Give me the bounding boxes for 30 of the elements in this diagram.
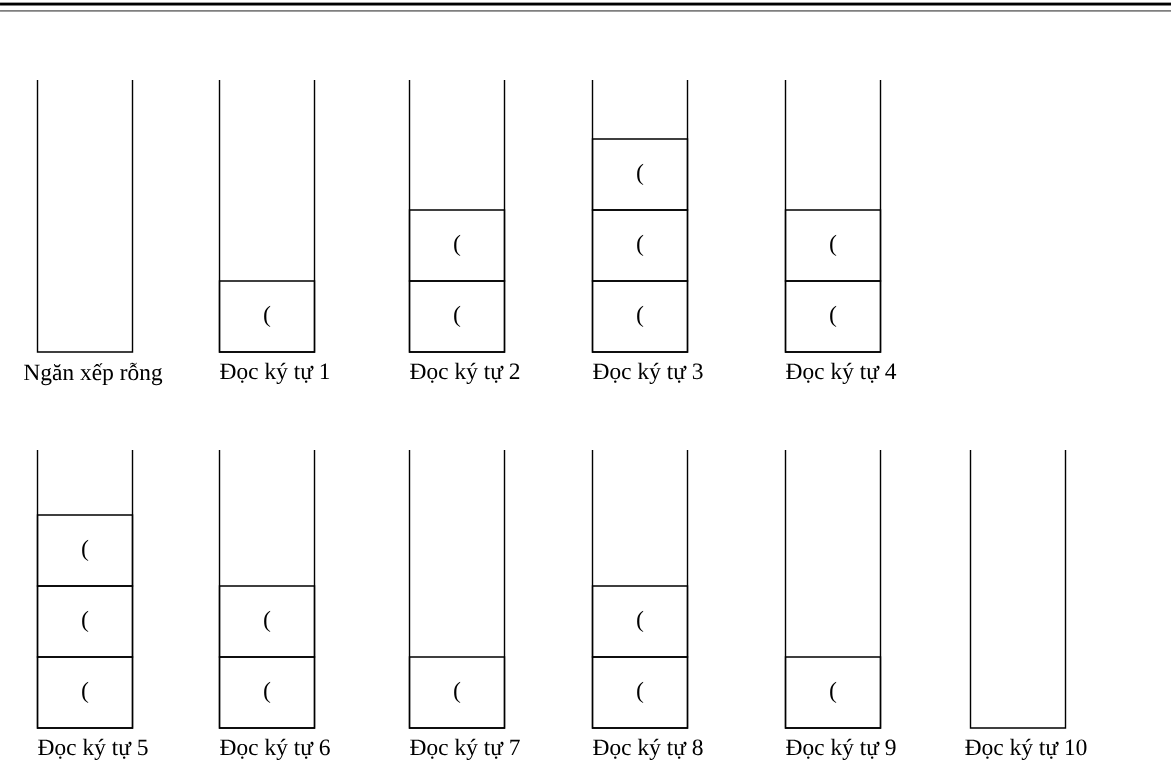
stack-cell: ( — [408, 280, 506, 353]
stack-cell: ( — [591, 138, 689, 211]
stack-caption: Đọc ký tự 9 — [786, 738, 896, 761]
stack-cell: ( — [591, 656, 689, 729]
stack-caption: Đọc ký tự 3 — [593, 362, 703, 385]
stack-caption: Đọc ký tự 1 — [220, 362, 330, 385]
stack-cell: ( — [784, 656, 882, 729]
stack-cell: ( — [218, 656, 316, 729]
stack-cell: ( — [36, 656, 134, 729]
stack-caption: Đọc ký tự 10 — [965, 738, 1087, 761]
stack-cell: ( — [218, 280, 316, 353]
stack-caption: Đọc ký tự 7 — [410, 738, 520, 761]
stack-caption: Đọc ký tự 2 — [410, 362, 520, 385]
stack-cell: ( — [408, 656, 506, 729]
stack-caption: Đọc ký tự 6 — [220, 738, 330, 761]
stack-caption: Ngăn xếp rỗng — [24, 362, 163, 386]
stack-caption: Đọc ký tự 8 — [593, 738, 703, 761]
stack-cell: ( — [36, 585, 134, 658]
stack-caption: Đọc ký tự 4 — [786, 362, 897, 385]
stack-container — [36, 79, 134, 353]
stack-cell: ( — [36, 514, 134, 587]
stack-cell: ( — [591, 209, 689, 282]
stack-container — [969, 449, 1067, 729]
stack-cell: ( — [218, 585, 316, 658]
stack-cell: ( — [784, 209, 882, 282]
stack-cell: ( — [408, 209, 506, 282]
stack-cell: ( — [784, 280, 882, 353]
stack-caption: Đọc ký tự 5 — [38, 738, 148, 761]
stack-cell: ( — [591, 585, 689, 658]
stack-cell: ( — [591, 280, 689, 353]
